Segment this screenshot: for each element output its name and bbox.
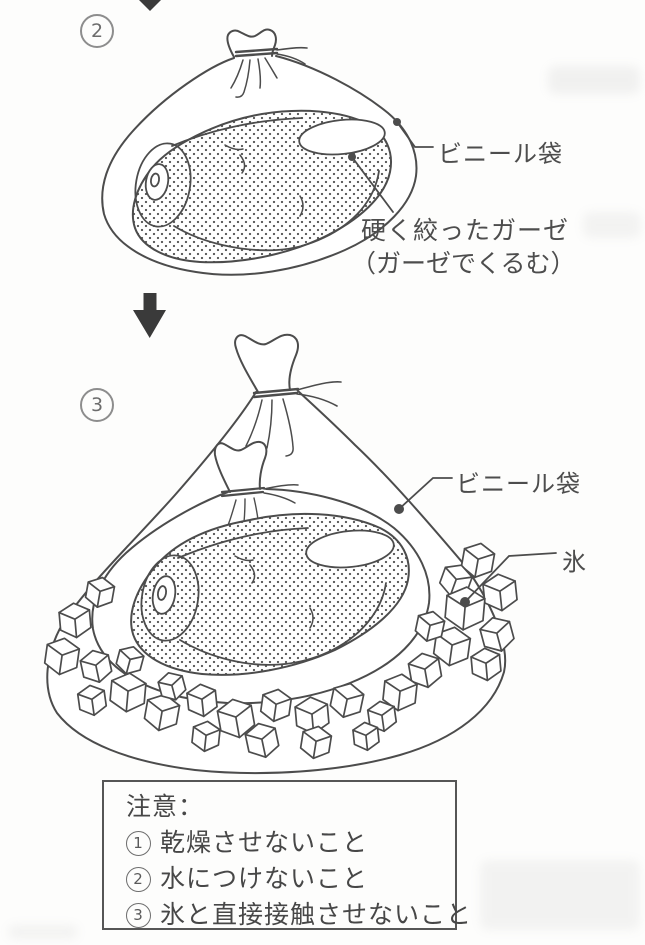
inner-bag-neck — [213, 440, 268, 493]
label-gauze-line1: 硬く絞ったガーゼ — [361, 216, 570, 245]
caution-item-1: 1 乾燥させないこと — [126, 825, 455, 861]
caution-item-3: 3 氷と直接接触させないこと — [126, 897, 471, 933]
scan-artifact — [480, 860, 640, 930]
label-plastic-bag-step3: ビニール袋 — [456, 470, 581, 498]
down-arrow-icon — [133, 293, 166, 338]
down-arrow-icon — [139, 0, 161, 11]
circled-number-3: 3 — [126, 902, 151, 928]
caution-box: 注意： 1 乾燥させないこと 2 水につけないこと 3 氷と直接接触させないこと — [102, 780, 471, 933]
gauze-roll — [134, 117, 386, 252]
label-ice: 氷 — [562, 548, 587, 576]
gauze-roll — [140, 527, 395, 666]
step2-bag-drawing — [101, 28, 434, 276]
caution-item-2: 2 水につけないこと — [126, 861, 455, 897]
step-3-number-badge: 3 — [80, 388, 114, 422]
caution-item-text: 乾燥させないこと — [160, 828, 369, 857]
scan-artifact — [583, 212, 641, 238]
bag-tie — [234, 47, 279, 58]
leader-lines — [348, 118, 434, 213]
circled-number-1: 1 — [126, 830, 151, 856]
caution-item-text: 氷と直接接触させないこと — [160, 900, 473, 929]
caution-item-text: 水につけないこと — [160, 864, 369, 893]
inner-bag-tie — [220, 486, 266, 498]
step-2-number-badge: 2 — [80, 14, 114, 48]
scan-artifact — [8, 925, 78, 939]
outer-bag-tie — [252, 387, 300, 399]
leader-lines — [394, 477, 557, 607]
scan-artifact — [548, 66, 640, 94]
label-plastic-bag-step2: ビニール袋 — [438, 140, 563, 168]
caution-title: 注意： — [126, 792, 205, 821]
label-gauze-line2: （ガーゼでくるむ） — [351, 249, 576, 278]
step3-bag-with-ice-drawing — [43, 333, 557, 773]
circled-number-2: 2 — [126, 866, 151, 892]
outer-bag-neck — [234, 333, 299, 393]
